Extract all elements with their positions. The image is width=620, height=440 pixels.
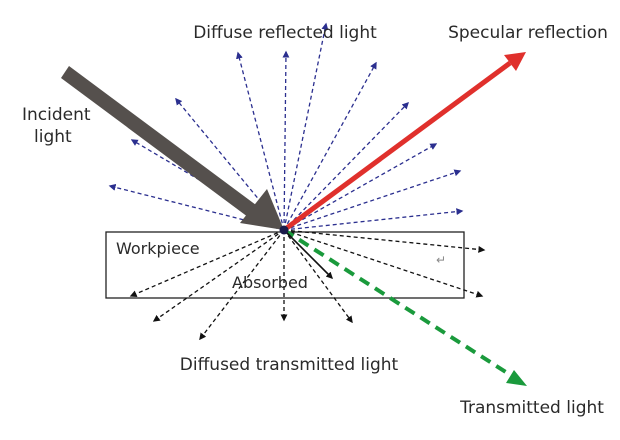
diffuse-reflected-label: Diffuse reflected light	[193, 23, 377, 43]
diffuse-transmitted-arrows	[129, 229, 486, 341]
diffuse-reflected-arrow-5	[282, 50, 290, 231]
transmitted-arrowhead-icon	[506, 370, 527, 386]
specular-reflection-label: Specular reflection	[448, 23, 608, 43]
incident-light-beam	[61, 66, 260, 220]
diffuse-reflected-arrow-11	[283, 208, 464, 231]
absorbed-arrow	[283, 229, 333, 279]
diffuse-transmitted-arrow-3	[199, 229, 285, 341]
incident-arrowhead-icon	[240, 189, 284, 230]
diffuse-transmitted-arrow-7	[283, 229, 486, 253]
specular-reflection-line	[282, 60, 512, 233]
diffuse-transmitted-arrow-2	[152, 229, 285, 322]
return-glyph: ↵	[436, 253, 446, 267]
transmitted-light-line	[282, 228, 514, 378]
absorbed-label: Absorbed	[232, 273, 308, 292]
diffuse-reflected-arrow-8	[283, 101, 409, 231]
incident-light-label-line2: light	[34, 127, 72, 147]
diffuse-reflected-arrow-10	[283, 169, 462, 231]
transmitted-light-label: Transmitted light	[459, 398, 604, 418]
diffuse-reflected-arrow-9	[283, 143, 438, 231]
diffused-transmitted-label: Diffused transmitted light	[180, 355, 399, 375]
diffuse-transmitted-arrow-5	[283, 229, 353, 324]
workpiece-label: Workpiece	[116, 239, 200, 258]
diffuse-reflected-arrow-7	[283, 61, 377, 231]
incident-light-label-line1: Incident	[22, 105, 91, 125]
impact-point	[279, 225, 289, 235]
specular-arrowhead-icon	[504, 52, 526, 71]
diffuse-reflected-arrows	[108, 22, 464, 231]
diffuse-reflected-arrow-4	[236, 51, 285, 231]
diffuse-reflected-arrow-6	[283, 22, 329, 231]
